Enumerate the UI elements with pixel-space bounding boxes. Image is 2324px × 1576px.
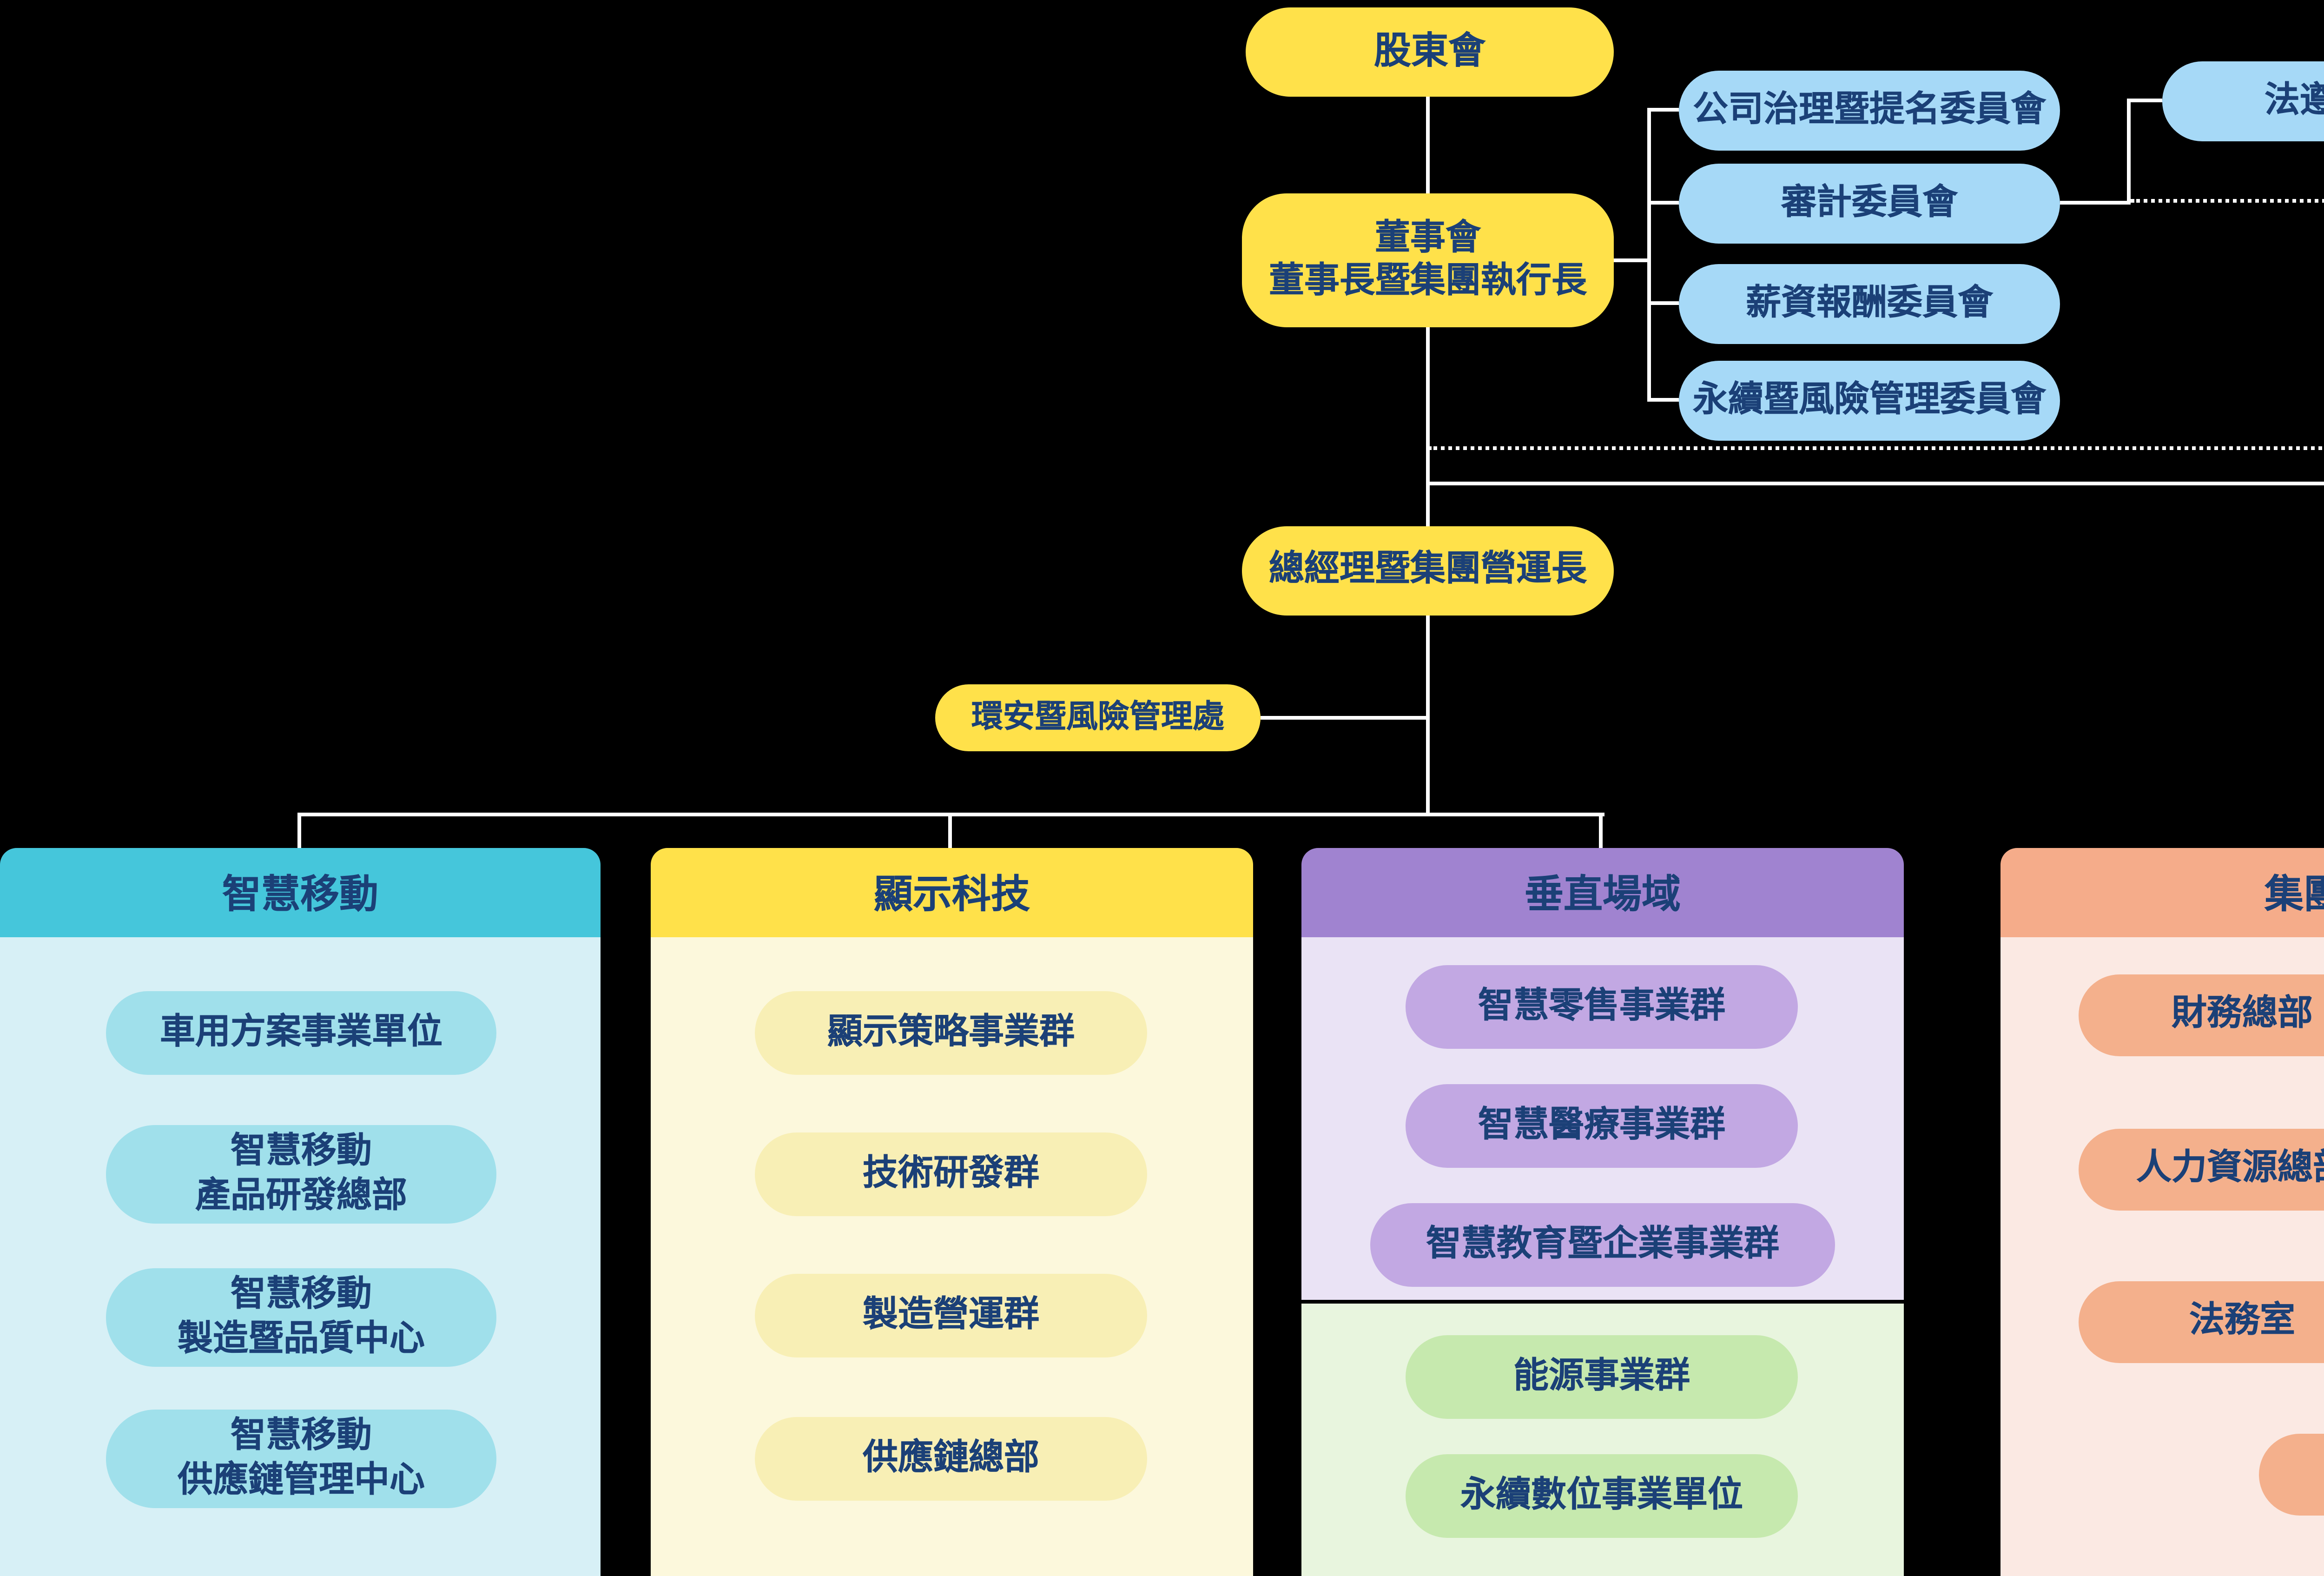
connector-line (2127, 99, 2131, 205)
connector-line (1426, 97, 1430, 193)
unit-pill: 稽核管理處 (2259, 1434, 2324, 1516)
connector-line (1647, 201, 1679, 205)
connector-line (948, 813, 952, 848)
division-header-vertical-domains: 垂直場域 (1301, 848, 1904, 937)
node-shareholders: 股東會 (1246, 7, 1614, 97)
dotted-connector-line (1428, 446, 2324, 450)
connector-line (297, 813, 301, 848)
committee-sustainability-risk: 永續暨風險管理委員會 (1679, 361, 2060, 441)
unit-pill: 智慧移動 供應鏈管理中心 (106, 1410, 496, 1508)
connector-line (1647, 301, 1679, 305)
division-header-smart-mobility: 智慧移動 (0, 848, 601, 937)
node-ehs-risk-office: 環安暨風險管理處 (935, 684, 1261, 751)
unit-pill: 智慧醫療事業群 (1406, 1084, 1798, 1168)
connector-line (1426, 616, 1430, 816)
connector-line (1647, 108, 1679, 112)
unit-pill: 人力資源總部 (2079, 1129, 2324, 1211)
unit-pill: 法務室 (2079, 1281, 2324, 1363)
node-board: 董事會 董事長暨集團執行長 (1242, 193, 1614, 327)
unit-pill: 能源事業群 (1406, 1335, 1798, 1419)
connector-line (1599, 813, 1603, 848)
unit-pill: 顯示策略事業群 (755, 991, 1147, 1075)
connector-line (1426, 482, 2324, 485)
unit-pill: 永續數位事業單位 (1406, 1454, 1798, 1538)
unit-pill: 智慧移動 製造暨品質中心 (106, 1268, 496, 1367)
committee-compensation: 薪資報酬委員會 (1679, 264, 2060, 344)
division-header-display-tech: 顯示科技 (651, 848, 1253, 937)
node-chief-compliance: 法遵總顧問 (2162, 61, 2324, 141)
connector-line (1261, 716, 1428, 720)
unit-pill: 車用方案事業單位 (106, 991, 496, 1075)
connector-line (1647, 108, 1651, 402)
unit-pill: 技術研發群 (755, 1132, 1147, 1216)
connector-line (2127, 99, 2162, 102)
connector-line (1426, 327, 1430, 526)
unit-pill: 供應鏈總部 (755, 1417, 1147, 1501)
committee-audit: 審計委員會 (1679, 164, 2060, 244)
connector-line (2060, 201, 2131, 205)
unit-pill: 智慧移動 產品研發總部 (106, 1125, 496, 1224)
node-president-coo: 總經理暨集團營運長 (1242, 526, 1614, 616)
unit-pill: 製造營運群 (755, 1274, 1147, 1357)
unit-pill: 財務總部 (2079, 974, 2324, 1056)
committee-corporate-governance: 公司治理暨提名委員會 (1679, 71, 2060, 151)
connector-line (1614, 258, 1651, 262)
unit-pill: 智慧教育暨企業事業群 (1370, 1203, 1835, 1287)
division-header-group-support: 集團營運支援單位 (2000, 848, 2324, 937)
unit-pill: 智慧零售事業群 (1406, 965, 1798, 1049)
dotted-connector-line (2131, 199, 2324, 203)
connector-line (1647, 398, 1679, 402)
